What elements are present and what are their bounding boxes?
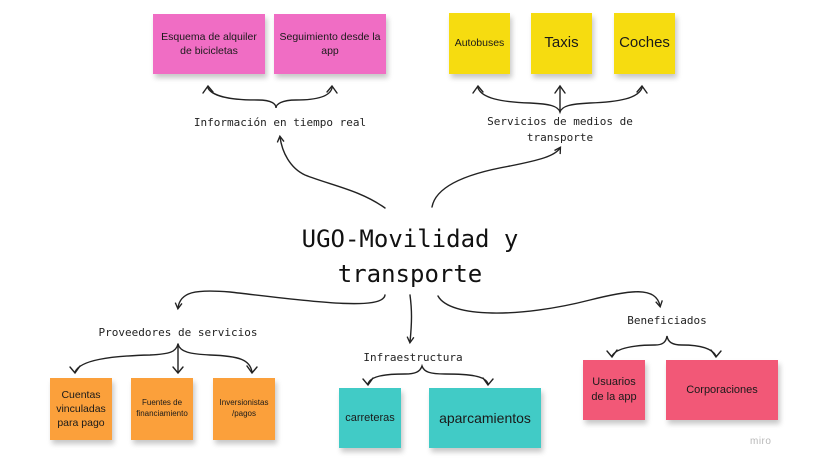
connector-center-beneficiaries — [437, 291, 663, 314]
note-app-tracking[interactable]: Seguimiento desde la app — [274, 14, 386, 74]
connector-center-transport — [431, 146, 562, 208]
note-linked-accounts[interactable]: Cuentas vinculadas para pago — [50, 378, 112, 440]
connector-providers-notes — [74, 343, 253, 373]
central-topic-line2: transporte — [337, 259, 483, 288]
branch-label-transport-line2: transporte — [526, 130, 594, 144]
branch-label-infra: Infraestructura — [363, 351, 463, 364]
branch-label-beneficiaries: Beneficiados — [627, 314, 707, 327]
note-corporations[interactable]: Corporaciones — [666, 360, 778, 420]
branch-label-providers: Proveedores de servicios — [98, 326, 258, 339]
note-investors[interactable]: Inversionistas /pagos — [213, 378, 275, 440]
connector-center-infra — [406, 294, 415, 345]
note-parking[interactable]: aparcamientos — [429, 388, 541, 448]
note-taxis[interactable]: Taxis — [531, 13, 592, 74]
central-topic-line1: UGO-Movilidad y — [301, 225, 519, 253]
connector-center-providers — [174, 290, 386, 311]
note-cars[interactable]: Coches — [614, 13, 675, 74]
note-funding-sources[interactable]: Fuentes de financiamiento — [131, 378, 193, 440]
connector-beneficiaries-notes — [611, 335, 717, 357]
note-buses[interactable]: Autobuses — [449, 13, 510, 74]
central-topic: UGO-Movilidad y transporte — [290, 222, 530, 292]
note-app-users[interactable]: Usuarios de la app — [583, 360, 645, 420]
connector-center-realtime — [276, 134, 386, 209]
connector-realtime-notes — [207, 87, 333, 109]
note-bike-rental[interactable]: Esquema de alquiler de bicicletas — [153, 14, 265, 74]
note-roads[interactable]: carreteras — [339, 388, 401, 448]
connector-infra-notes — [367, 363, 489, 385]
branch-label-realtime: Información en tiempo real — [193, 116, 367, 129]
miro-watermark: miro — [750, 436, 772, 447]
branch-label-transport: Servicios de medios de transporte — [472, 114, 648, 146]
branch-label-transport-line1: Servicios de medios de — [487, 115, 633, 128]
